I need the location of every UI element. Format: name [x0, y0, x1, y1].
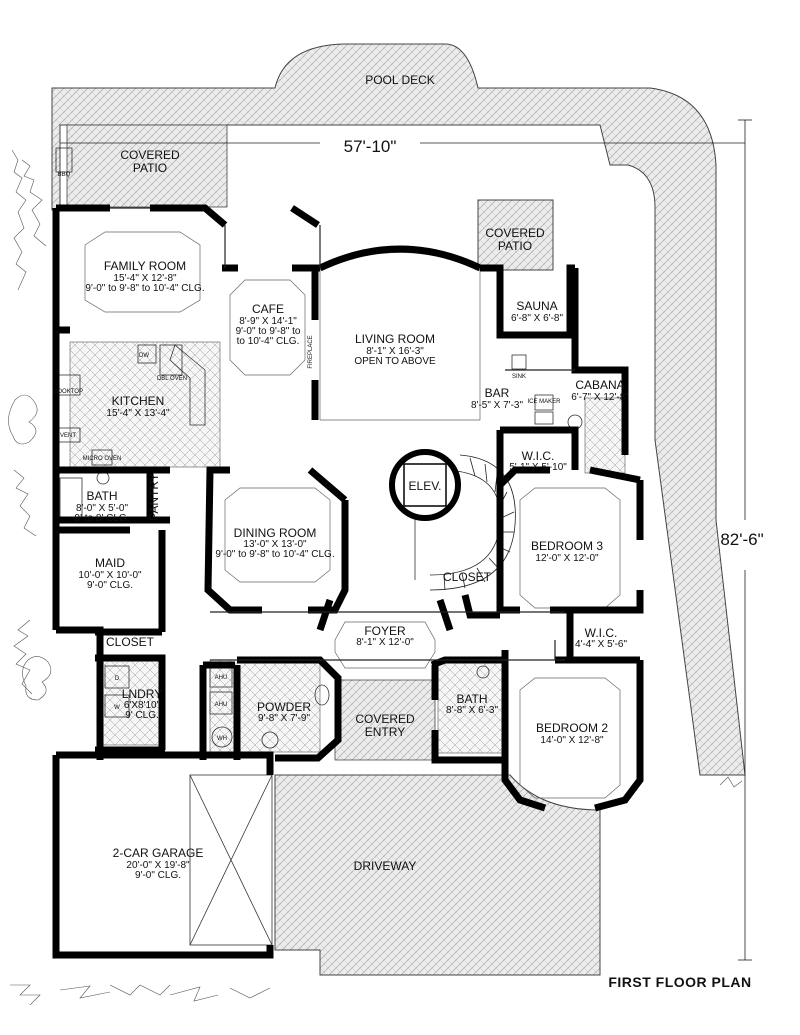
walls: [52, 204, 644, 959]
dining-room-label: DINING ROOM: [234, 526, 317, 540]
bedroom3-label: BEDROOM 3: [531, 539, 603, 553]
sauna-size: 6'-8" X 6'-8": [511, 313, 564, 324]
family-room-size: 15'-4" X 12'-8": [113, 273, 177, 284]
covered-patio-right-label-2: PATIO: [498, 239, 532, 253]
dimension-lines: [60, 119, 752, 961]
depth-dimension-label: 82'-6": [720, 530, 763, 549]
pool-deck-label: POOL DECK: [365, 73, 435, 87]
bbq-label: BBQ: [58, 172, 71, 178]
laundry-label: LNDRY: [122, 687, 162, 701]
wic-bottom-size: 4'-4" X 5'-6": [575, 639, 628, 650]
living-room-label: LIVING ROOM: [355, 332, 435, 346]
cafe-ceiling-1: 9'-0" to 9'-8" to: [236, 326, 301, 337]
garage-ceiling: 9'-0" CLG.: [135, 870, 181, 881]
bath-right-label: BATH: [456, 692, 487, 706]
wic-bottom-label: W.I.C.: [585, 626, 618, 640]
sauna-label: SAUNA: [516, 299, 557, 313]
bath-right-size: 8'-8" X 6'-3": [446, 705, 499, 716]
foyer-size: 8'-1" X 12'-0": [356, 637, 414, 648]
garage-label: 2-CAR GARAGE: [113, 846, 204, 860]
bar-label: BAR: [485, 386, 510, 400]
dining-room-size: 13'-0" X 13'-0": [243, 539, 307, 550]
family-room-label: FAMILY ROOM: [104, 259, 186, 273]
bedroom2-size: 14'-0" X 12'-8": [540, 735, 604, 746]
elevator: [389, 449, 461, 521]
kitchen-label: KITCHEN: [112, 394, 165, 408]
cafe-label: CAFE: [252, 302, 284, 316]
living-room-note: OPEN TO ABOVE: [354, 356, 436, 367]
maid-size: 10'-0" X 10'-0": [78, 570, 142, 581]
bar-size: 8'-5" X 7'-3": [471, 400, 524, 411]
ahu-label-2: AHU: [215, 702, 228, 708]
pool-deck-area: [51, 43, 746, 776]
tile-areas: [69, 341, 626, 754]
covered-patio-top-label-1: COVERED: [120, 148, 180, 162]
fireplace-label: FIREPLACE: [308, 335, 314, 368]
dining-room-ceiling: 9'-0" to 9'-8" to 10'-4" CLG.: [215, 549, 334, 560]
closet-center-label: CLOSET: [443, 570, 492, 584]
cafe-size: 8'-9" X 14'-1": [239, 316, 297, 327]
covered-patio-top-label-2: PATIO: [133, 161, 167, 175]
driveway-area: [274, 679, 601, 976]
cafe-ceiling-2: to 10'-4" CLG.: [237, 336, 300, 347]
cooktop-label: COOKTOP: [53, 389, 83, 395]
laundry-size: 6'X8'10": [124, 700, 161, 711]
covered-entry-label-2: ENTRY: [365, 725, 405, 739]
bath-left-label: BATH: [86, 489, 117, 503]
vent-label: VENT: [60, 433, 76, 439]
dw-label: DW: [139, 353, 149, 359]
bedroom3-size: 12'-0" X 12'-0": [535, 553, 599, 564]
powder-size: 9'-8" X 7'-9": [258, 713, 311, 724]
plan-title: FIRST FLOOR PLAN: [608, 974, 751, 990]
bedroom2-label: BEDROOM 2: [536, 721, 608, 735]
covered-entry-label-1: COVERED: [355, 712, 415, 726]
cabana-label: CABANA: [575, 378, 624, 392]
ahu-label-1: AHU: [215, 675, 228, 681]
maid-label: MAID: [95, 556, 125, 570]
micro-oven-label: MICRO OVEN: [83, 456, 122, 462]
elevator-label: ELEV.: [409, 479, 442, 493]
wic-top-size: 5'-1" X 5'-10": [509, 462, 567, 473]
living-room-size: 8'-1" X 16'-3": [366, 346, 424, 357]
laundry-ceiling: 9' CLG.: [125, 710, 159, 721]
washer-label: W: [114, 705, 120, 711]
covered-patio-right-label-1: COVERED: [485, 226, 545, 240]
aquarium-label: AQUARIUM: [317, 476, 344, 503]
cabana-size: 6'-7" X 12'-8": [571, 392, 629, 403]
ice-maker-label: ICE MAKER: [527, 399, 561, 405]
landscaping-shrubs: [8, 149, 743, 1006]
kitchen-size: 15'-4" X 13'-4": [106, 408, 170, 419]
thin-walls: [110, 207, 575, 661]
driveway-label: DRIVEWAY: [354, 859, 417, 873]
room-labels: POOL DECK 57'-10" 82'-6" COVERED PATIO C…: [53, 73, 764, 990]
dryer-label: D: [115, 676, 120, 682]
sink-label: SINK: [512, 374, 526, 380]
powder-label: POWDER: [257, 700, 311, 714]
wic-top-label: W.I.C.: [522, 449, 555, 463]
dbl-oven-label: DBL OVEN: [157, 376, 187, 382]
bath-left-ceiling: 9' to 8' CLG.: [75, 513, 130, 524]
closet-left-label: CLOSET: [106, 635, 155, 649]
family-room-ceiling: 9'-0" to 9'-8" to 10'-4" CLG.: [85, 283, 204, 294]
foyer-label: FOYER: [364, 624, 406, 638]
garage-size: 20'-0" X 19'-8": [126, 860, 190, 871]
pantry-label: PANTRY: [147, 473, 161, 521]
maid-ceiling: 9'-0" CLG.: [87, 580, 133, 591]
width-dimension-label: 57'-10": [344, 137, 397, 156]
bath-left-size: 8'-0" X 5'-0": [76, 503, 129, 514]
wh-label: WH: [217, 736, 227, 742]
